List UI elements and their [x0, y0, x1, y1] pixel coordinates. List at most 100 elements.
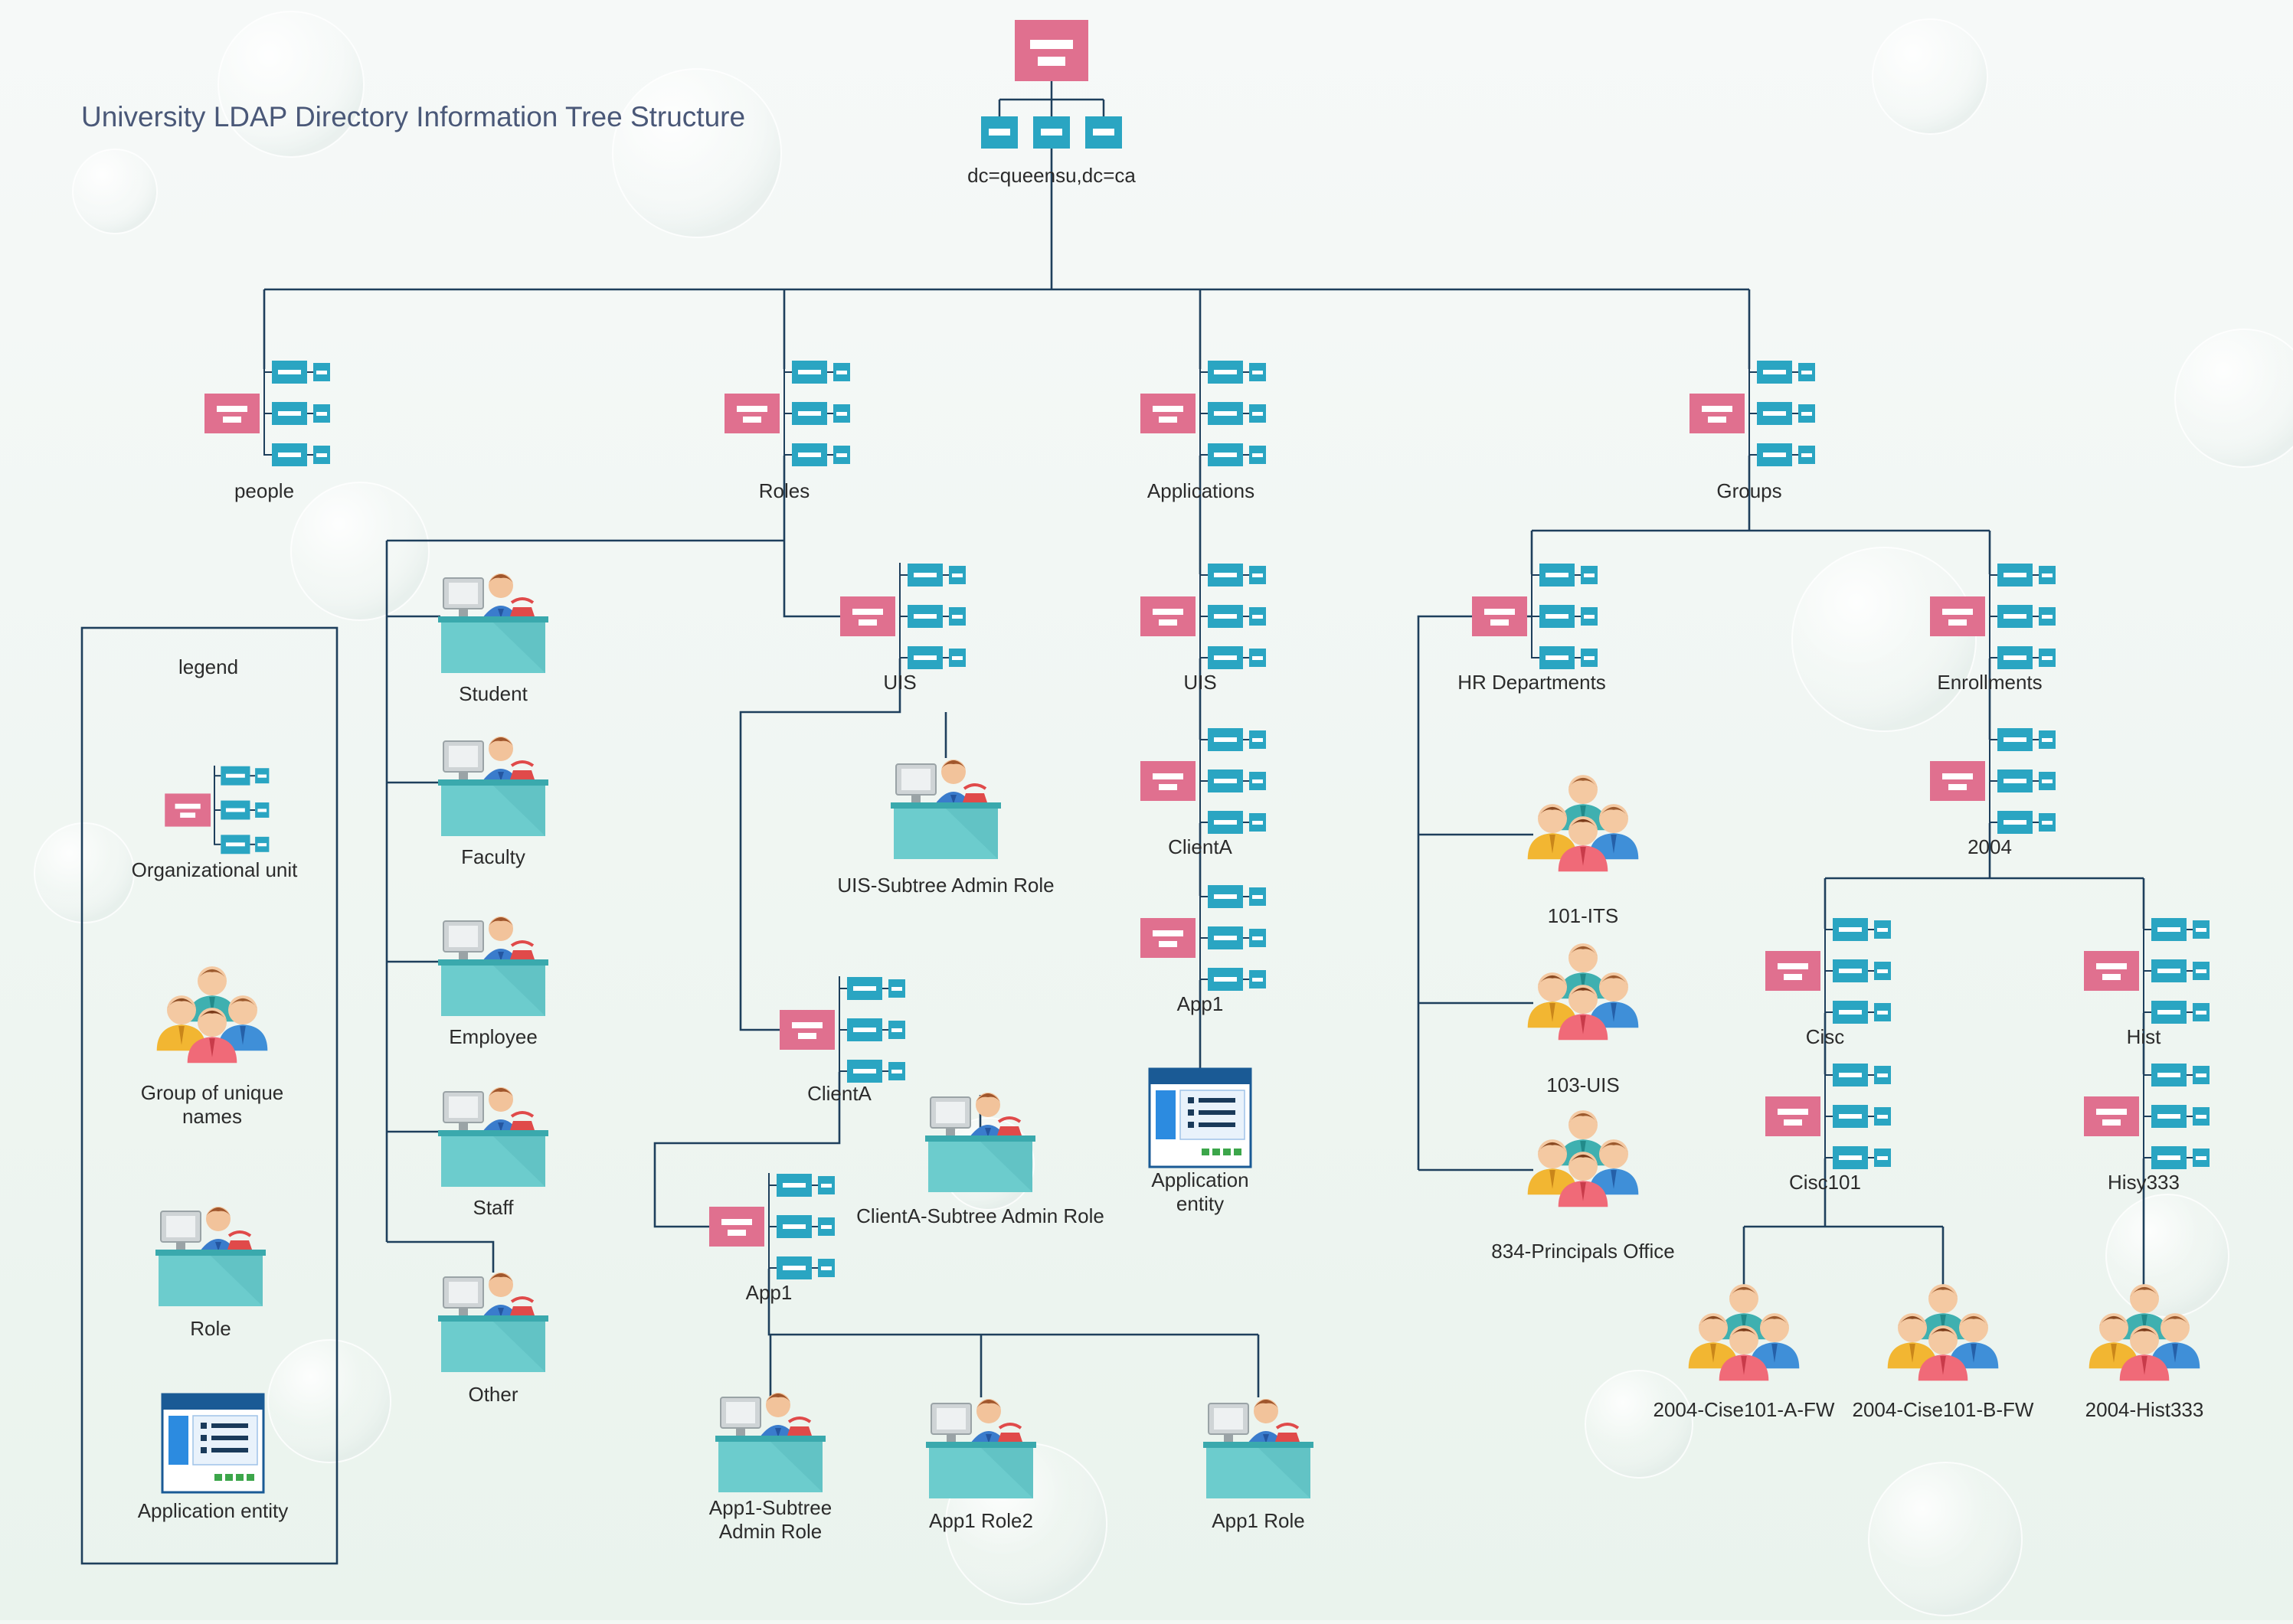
group-icon — [156, 966, 268, 1064]
application-entity-icon — [1148, 1067, 1252, 1168]
node-roles-app1[interactable]: App1 — [709, 1173, 835, 1304]
node-enrollments[interactable]: Enrollments — [1930, 563, 2056, 694]
node-roles-uis[interactable]: UIS — [840, 563, 966, 694]
legend-item-3: Role — [155, 1207, 266, 1340]
node-label: 2004 — [1968, 835, 2012, 858]
node-other[interactable]: Other — [438, 1273, 548, 1406]
node-label: Student — [459, 682, 528, 705]
node-people[interactable]: people — [204, 360, 330, 502]
tree-edge — [767, 1269, 1258, 1336]
node-grp-cise-a[interactable]: 2004-Cise101-A-FW — [1654, 1284, 1835, 1421]
node-grp-101-its[interactable]: 101-ITS — [1527, 775, 1639, 927]
bubble-decoration — [290, 482, 430, 621]
organizational-unit-icon — [1930, 727, 2056, 834]
legend-item-label: Organizational unit — [132, 858, 299, 881]
node-app1-role2[interactable]: App1 Role2 — [926, 1399, 1036, 1532]
organizational-unit-icon — [1765, 1063, 1891, 1169]
group-icon — [1527, 1110, 1639, 1207]
organizational-unit-icon — [840, 563, 966, 669]
node-grp-103-uis[interactable]: 103-UIS — [1527, 943, 1639, 1096]
group-icon — [2089, 1284, 2200, 1381]
bubble-decoration — [1872, 18, 1988, 135]
legend-item-1: Organizational unit — [132, 765, 299, 881]
role-icon — [925, 1093, 1035, 1192]
group-icon — [1527, 775, 1639, 872]
node-faculty[interactable]: Faculty — [438, 737, 548, 868]
ou-icon — [165, 765, 270, 854]
tree-edge — [653, 1072, 841, 1228]
node-employee[interactable]: Employee — [438, 917, 548, 1048]
node-staff[interactable]: Staff — [438, 1087, 548, 1219]
node-label: HR Departments — [1457, 671, 1606, 694]
node-label: Faculty — [461, 845, 525, 868]
node-label: App1 Role — [1212, 1509, 1304, 1532]
node-roles[interactable]: Roles — [725, 360, 850, 502]
group-icon — [1887, 1284, 1999, 1381]
legend-item-4: Application entity — [138, 1393, 288, 1522]
node-label: dc=queensu,dc=ca — [967, 164, 1136, 187]
node-label: UIS — [1183, 671, 1216, 694]
organizational-unit-icon — [1930, 563, 2056, 669]
node-label: 2004-Hist333 — [2085, 1398, 2204, 1421]
node-root[interactable]: dc=queensu,dc=ca — [967, 20, 1136, 187]
node-apps-clienta[interactable]: ClientA — [1140, 727, 1266, 858]
node-label: ClientA — [807, 1082, 872, 1105]
organizational-unit-icon — [780, 976, 905, 1083]
node-label: Employee — [449, 1025, 538, 1048]
organizational-unit-icon — [1689, 360, 1815, 466]
organizational-unit-icon — [1472, 563, 1598, 669]
node-hr-departments[interactable]: HR Departments — [1457, 563, 1606, 694]
role-icon — [891, 760, 1001, 859]
node-hist[interactable]: Hist — [2084, 917, 2210, 1048]
node-apps-app1[interactable]: App1 — [1140, 884, 1266, 1015]
role-icon — [155, 1207, 266, 1306]
node-clienta-subtree-admin[interactable]: ClientA-Subtree Admin Role — [856, 1093, 1104, 1227]
node-label: App1 — [746, 1281, 793, 1304]
node-groups[interactable]: Groups — [1689, 360, 1815, 502]
node-student[interactable]: Student — [438, 573, 548, 705]
node-label: people — [234, 479, 294, 502]
node-label: App1 Role2 — [929, 1509, 1033, 1532]
node-cisc[interactable]: Cisc — [1765, 917, 1891, 1048]
organizational-unit-icon — [1140, 563, 1266, 669]
node-label: ClientA-Subtree Admin Role — [856, 1204, 1104, 1227]
bubble-decoration — [34, 822, 135, 923]
node-label: 101-ITS — [1548, 904, 1619, 927]
node-label: Roles — [759, 479, 810, 502]
bubble-decoration — [72, 149, 158, 234]
node-hisy333[interactable]: Hisy333 — [2084, 1063, 2210, 1194]
bubble-decoration — [1585, 1370, 1693, 1479]
node-app1-role[interactable]: App1 Role — [1203, 1399, 1313, 1532]
bubble-decoration — [218, 11, 365, 158]
node-grp-834[interactable]: 834-Principals Office — [1491, 1110, 1675, 1263]
organizational-unit-icon — [1140, 727, 1266, 834]
node-uis-subtree-admin[interactable]: UIS-Subtree Admin Role — [837, 760, 1055, 897]
node-apps-uis[interactable]: UIS — [1140, 563, 1266, 694]
node-grp-cise-b[interactable]: 2004-Cise101-B-FW — [1853, 1284, 2034, 1421]
legend-border — [80, 626, 339, 1565]
node-label: UIS — [883, 671, 916, 694]
role-icon — [438, 737, 548, 836]
organizational-unit-icon — [1765, 917, 1891, 1024]
node-grp-hist333[interactable]: 2004-Hist333 — [2085, 1284, 2204, 1421]
organizational-unit-icon — [725, 360, 850, 466]
organizational-unit-icon — [1140, 884, 1266, 991]
node-y2004[interactable]: 2004 — [1930, 727, 2056, 858]
node-label: ClientA — [1168, 835, 1232, 858]
node-applications[interactable]: Applications — [1140, 360, 1266, 502]
node-roles-clienta[interactable]: ClientA — [780, 976, 905, 1105]
bubble-decoration — [1868, 1462, 2023, 1616]
role-icon — [1203, 1399, 1313, 1498]
node-label: Other — [468, 1383, 518, 1406]
node-label: Staff — [473, 1196, 514, 1219]
node-cisc101[interactable]: Cisc101 — [1765, 1063, 1891, 1194]
role-icon — [438, 573, 548, 673]
role-icon — [438, 917, 548, 1016]
tree-edge — [783, 541, 849, 618]
